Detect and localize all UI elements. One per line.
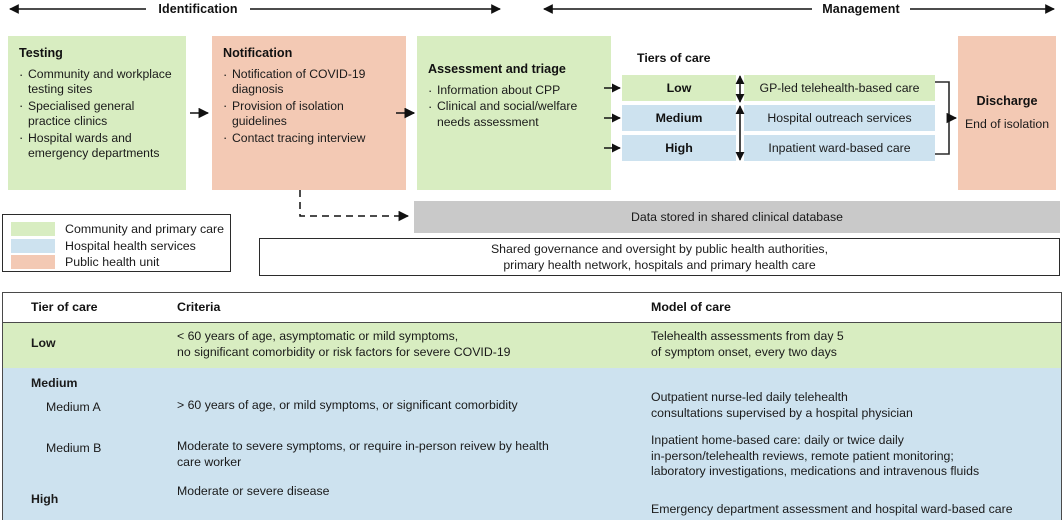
banner-database-label: Data stored in shared clinical database <box>631 210 843 224</box>
tier-label: High <box>665 141 693 155</box>
legend-label: Community and primary care <box>65 222 225 237</box>
flow-connectors <box>190 75 958 222</box>
assessment-title: Assessment and triage <box>428 62 566 76</box>
tier-of-care-table: Tier of care Criteria Model of care Low … <box>2 292 1062 520</box>
notification-title: Notification <box>223 46 293 60</box>
tier-label: Medium <box>655 111 703 125</box>
flow-box-assessment: Assessment and triage Information about … <box>417 36 611 190</box>
cell-model: Emergency department assessment and hosp… <box>651 502 1013 516</box>
list-item: Notification of COVID-19 diagnosis <box>223 67 395 98</box>
phase-label-identification: Identification <box>158 2 238 16</box>
model-label: Inpatient ward-based care <box>768 141 911 155</box>
flow-box-discharge: Discharge End of isolation <box>958 36 1056 190</box>
legend-swatch-green <box>11 222 55 237</box>
tier-box-high: High <box>622 135 736 161</box>
legend-item-public-health: Public health unit <box>11 254 222 271</box>
list-item: Contact tracing interview <box>223 130 395 146</box>
tier-box-low: Low <box>622 75 736 101</box>
list-item: Specialised general practice clinics <box>19 98 175 130</box>
legend-item-community: Community and primary care <box>11 221 225 238</box>
cell-tier: Medium <box>31 376 78 390</box>
cell-tier: High <box>31 492 59 506</box>
testing-title: Testing <box>19 46 63 60</box>
model-label: Hospital outreach services <box>767 111 912 125</box>
table-row: Low < 60 years of age, asymptomatic or m… <box>3 323 1061 368</box>
cell-criteria: Moderate or severe disease <box>177 484 330 498</box>
flow-box-testing: Testing Community and workplace testing … <box>8 36 186 190</box>
discharge-subtitle: End of isolation <box>964 117 1050 131</box>
assessment-list: Information about CPP Clinical and socia… <box>428 82 600 130</box>
banner-shared-governance: Shared governance and oversight by publi… <box>259 238 1060 276</box>
column-header-criteria: Criteria <box>177 300 221 314</box>
legend-label: Public health unit <box>65 255 160 270</box>
list-item: Provision of isolation guidelines <box>223 98 395 130</box>
cell-tier: Medium A <box>46 400 101 414</box>
cell-criteria: < 60 years of age, asymptomatic or mild … <box>177 329 511 359</box>
list-item: Clinical and social/welfare needs assess… <box>428 99 600 130</box>
table-row: Medium Medium A > 60 years of age, or mi… <box>3 368 1061 520</box>
list-item: Hospital wards and emergency departments <box>19 130 175 162</box>
cell-tier: Low <box>31 336 56 350</box>
tiers-of-care-caption: Tiers of care <box>637 51 711 65</box>
flow-box-notification: Notification Notification of COVID-19 di… <box>212 36 406 190</box>
legend-item-hospital: Hospital health services <box>11 238 222 255</box>
legend-label: Hospital health services <box>65 238 196 253</box>
testing-list: Community and workplace testing sites Sp… <box>19 67 175 161</box>
legend-swatch-salmon <box>11 255 55 270</box>
cell-model: Inpatient home-based care: daily or twic… <box>651 433 980 479</box>
governance-line-2: primary health network, hospitals and pr… <box>503 258 816 272</box>
column-header-tier: Tier of care <box>31 300 98 314</box>
list-item: Community and workplace testing sites <box>19 67 175 98</box>
model-box-gp-telehealth: GP-led telehealth-based care <box>744 75 935 101</box>
legend: Community and primary care Hospital heal… <box>2 214 231 272</box>
phase-arrows <box>9 4 1055 14</box>
cell-criteria: Moderate to severe symptoms, or require … <box>177 439 549 469</box>
cell-tier: Medium B <box>46 441 102 455</box>
model-label: GP-led telehealth-based care <box>759 81 920 95</box>
tier-label: Low <box>666 81 692 95</box>
tier-box-medium: Medium <box>622 105 736 131</box>
table-header-row: Tier of care Criteria Model of care <box>3 293 1061 323</box>
cell-model: Outpatient nurse-led daily telehealth co… <box>651 390 913 420</box>
model-box-inpatient-ward: Inpatient ward-based care <box>744 135 935 161</box>
phase-label-management: Management <box>822 2 900 16</box>
governance-line-1: Shared governance and oversight by publi… <box>490 242 829 256</box>
cell-model: Telehealth assessments from day 5 of sym… <box>651 329 844 359</box>
banner-shared-database: Data stored in shared clinical database <box>414 201 1060 233</box>
column-header-model: Model of care <box>651 300 731 314</box>
list-item: Information about CPP <box>428 82 600 98</box>
cell-criteria: > 60 years of age, or mild symptoms, or … <box>177 398 518 412</box>
notification-list: Notification of COVID-19 diagnosis Provi… <box>223 67 395 146</box>
discharge-title: Discharge <box>976 94 1038 108</box>
model-box-hospital-outreach: Hospital outreach services <box>744 105 935 131</box>
legend-swatch-blue <box>11 238 55 253</box>
